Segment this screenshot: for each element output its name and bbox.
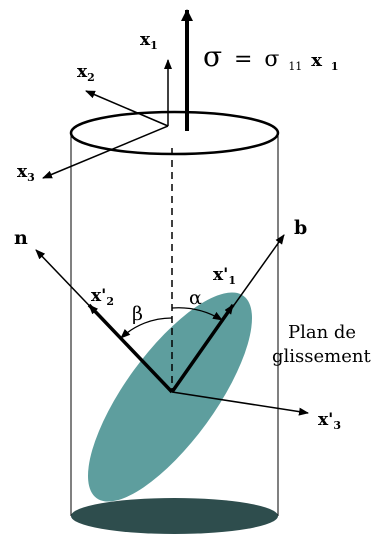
x1-label: x1: [140, 30, 158, 52]
beta-label: β: [132, 303, 143, 325]
cylinder-top: [69, 110, 280, 156]
stress-axis-letter: x: [311, 50, 322, 71]
slip-plane: [88, 292, 252, 502]
x2-label: x2: [77, 62, 95, 84]
x3-prime-label: x'3: [318, 410, 341, 432]
stress-axis-index: 1: [331, 60, 339, 73]
alpha-label: α: [189, 287, 202, 309]
x2-prime-axis: [87, 303, 174, 394]
stress-label: σ = σ 11 x 1: [203, 40, 339, 77]
x2-prime-label: x'2: [91, 286, 114, 308]
x3-label: x3: [17, 162, 35, 184]
beta-arc: [120, 317, 173, 339]
sigma-sub-symbol: σ: [264, 47, 279, 72]
plane-label-line1: Plan de: [288, 322, 356, 343]
x3-prime-axis: [171, 391, 309, 416]
cylinder-base: [71, 498, 278, 534]
b-label: b: [294, 217, 307, 239]
alpha-arc: [171, 307, 223, 321]
x2-axis: [85, 90, 169, 127]
x1-prime-label: x'1: [213, 265, 236, 287]
x3-axis: [42, 125, 169, 179]
sigma-indices: 11: [288, 60, 302, 73]
plane-label-line2: glissement: [272, 346, 371, 367]
n-label: n: [14, 227, 28, 249]
sigma-symbol: σ: [203, 40, 222, 73]
equals-sign: =: [234, 47, 252, 72]
